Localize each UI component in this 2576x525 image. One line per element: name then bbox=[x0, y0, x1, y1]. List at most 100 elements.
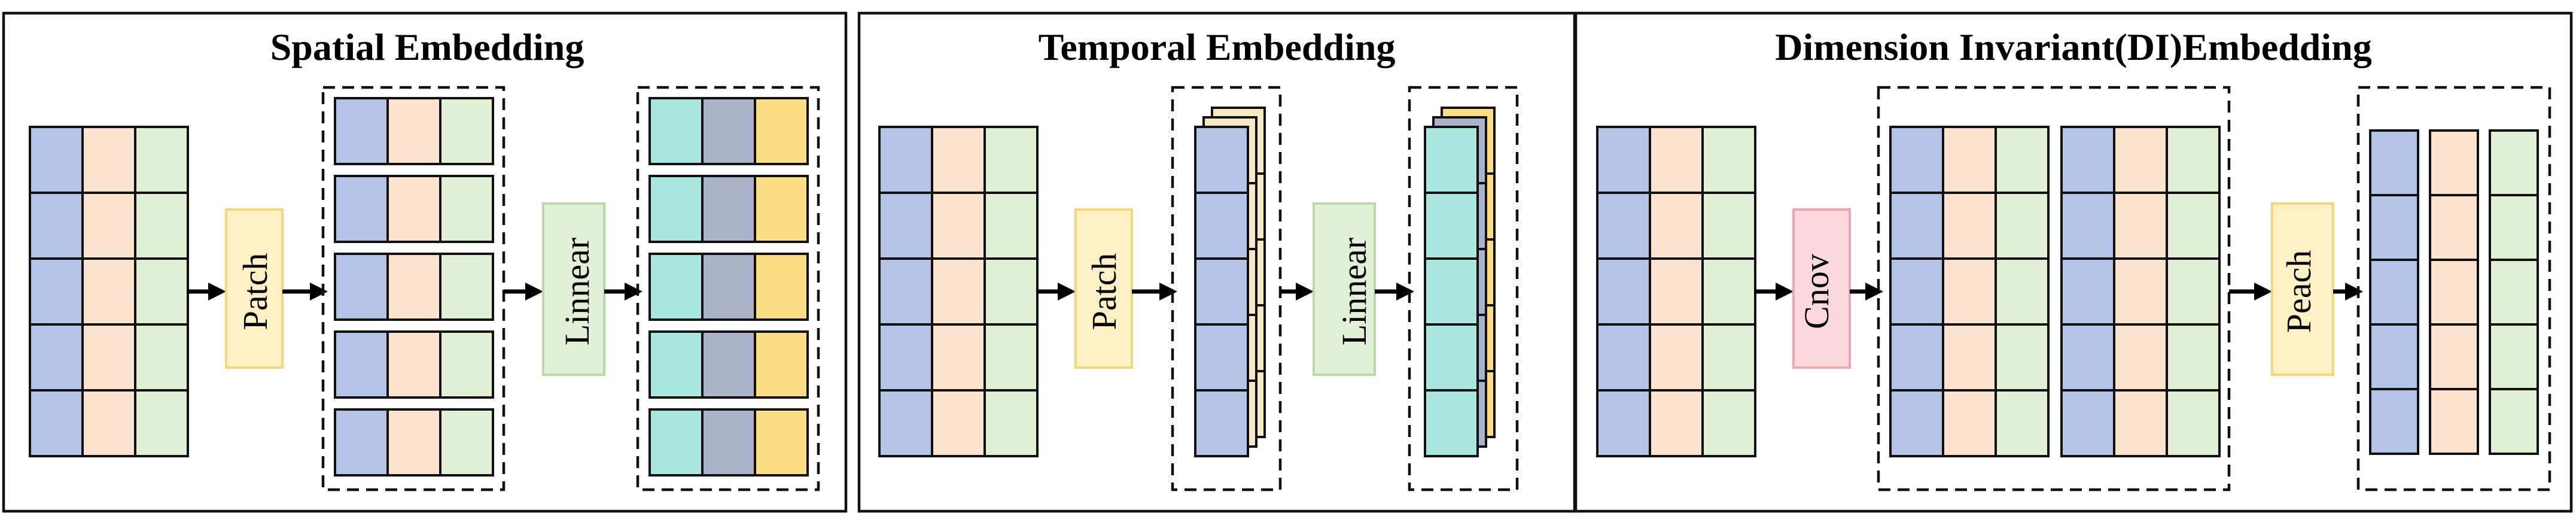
spatial-patch-row-cell bbox=[334, 175, 389, 243]
di-input-grid-cell bbox=[1701, 389, 1756, 457]
spatial-linear-row-cell bbox=[701, 97, 756, 165]
spatial-linear-row-cell bbox=[754, 175, 809, 243]
temporal-input-grid-cell bbox=[931, 323, 986, 392]
spatial-patch-row-cell bbox=[439, 253, 494, 321]
conv-label: Cnov bbox=[1797, 254, 1836, 329]
spatial-linear-row-cell bbox=[648, 408, 704, 477]
temporal-input-grid bbox=[878, 126, 1039, 457]
spatial-linear-row-cell bbox=[754, 253, 809, 321]
spatial-input-grid-cell bbox=[29, 323, 84, 392]
diagram-text: Spatial Embedding Temporal Embedding Dim… bbox=[236, 26, 2372, 345]
spatial-patch-row bbox=[334, 408, 494, 477]
spatial-linear-row-cell bbox=[648, 330, 704, 399]
di-conv-grid-1 bbox=[1889, 126, 2050, 457]
peach-box bbox=[2271, 202, 2334, 376]
spatial-linear-row-cell bbox=[754, 330, 809, 399]
temporal-patch-stack-layer-cell bbox=[1194, 389, 1249, 457]
di-input-grid-cell bbox=[1596, 389, 1651, 457]
di-peach-column-blue-cell bbox=[2369, 194, 2419, 261]
arrow-spatial-3-head bbox=[525, 283, 543, 301]
di-conv-grid-2-cell bbox=[2060, 126, 2115, 194]
spatial-linear-row bbox=[648, 97, 809, 165]
di-peach-column-green-cell bbox=[2489, 388, 2539, 455]
di-peach-column-blue bbox=[2369, 129, 2419, 455]
spatial-input-grid-cell bbox=[29, 192, 84, 260]
arrow-spatial-2-head bbox=[310, 283, 328, 301]
arrow-temporal-3-head bbox=[1296, 283, 1314, 301]
di-conv-grid-1-cell bbox=[1889, 323, 1944, 392]
di-peach-column-peach-cell bbox=[2429, 194, 2479, 261]
di-conv-grid-1-cell bbox=[1942, 257, 1997, 326]
spatial-input-grid-cell bbox=[81, 323, 136, 392]
patch-box-spatial bbox=[225, 208, 284, 369]
di-peach-column-blue-cell bbox=[2369, 323, 2419, 390]
spatial-patch-row-cell bbox=[439, 330, 494, 399]
spatial-input-grid-cell bbox=[29, 389, 84, 457]
di-conv-grid-1-cell bbox=[1995, 389, 2050, 457]
di-conv-grid-2-cell bbox=[2166, 257, 2221, 326]
di-peach-column-blue-cell bbox=[2369, 388, 2419, 455]
di-peach-column-peach-cell bbox=[2429, 259, 2479, 326]
spatial-patch-group bbox=[321, 86, 506, 491]
di-peach-column-green-cell bbox=[2489, 259, 2539, 326]
spatial-linear-row-cell bbox=[754, 97, 809, 165]
spatial-linear-row bbox=[648, 408, 809, 477]
di-conv-grid-2-cell bbox=[2060, 257, 2115, 326]
temporal-input-grid-cell bbox=[878, 192, 933, 260]
spatial-input-grid-cell bbox=[29, 257, 84, 326]
temporal-linear-stack-layer-cell bbox=[1424, 389, 1479, 457]
temporal-input-grid-cell bbox=[983, 192, 1039, 260]
di-conv-grid-1-cell bbox=[1995, 257, 2050, 326]
spatial-patch-row bbox=[334, 253, 494, 321]
spatial-patch-row-cell bbox=[334, 408, 389, 477]
linear-box-spatial bbox=[542, 202, 605, 376]
di-conv-grid-2-cell bbox=[2060, 323, 2115, 392]
di-conv-grid-1-cell bbox=[1942, 323, 1997, 392]
temporal-input-grid-cell bbox=[983, 389, 1039, 457]
arrow-temporal-4-head bbox=[1396, 283, 1414, 301]
temporal-input-grid-cell bbox=[983, 323, 1039, 392]
di-peach-column-green-cell bbox=[2489, 194, 2539, 261]
temporal-input-grid-cell bbox=[878, 126, 933, 194]
di-conv-grid-2-cell bbox=[2113, 389, 2168, 457]
temporal-patch-group bbox=[1171, 86, 1282, 491]
temporal-patch-stack-layer-cell bbox=[1194, 126, 1249, 194]
temporal-linear-stack-layer-cell bbox=[1424, 192, 1479, 260]
spatial-linear-row-cell bbox=[701, 175, 756, 243]
di-input-grid-cell bbox=[1596, 323, 1651, 392]
linear-label-spatial: Linnear bbox=[558, 238, 596, 345]
spatial-patch-row-cell bbox=[334, 330, 389, 399]
arrow-temporal-2-head bbox=[1159, 283, 1177, 301]
arrow-di-1-head bbox=[1776, 283, 1794, 301]
di-conv-grid-2-cell bbox=[2166, 126, 2221, 194]
di-peach-column-peach bbox=[2429, 129, 2479, 455]
di-conv-grid-2-cell bbox=[2113, 192, 2168, 260]
temporal-input-grid-cell bbox=[878, 323, 933, 392]
spatial-input-grid-cell bbox=[134, 323, 189, 392]
conv-box bbox=[1792, 208, 1851, 369]
di-input-grid-cell bbox=[1649, 323, 1704, 392]
spatial-input-grid-cell bbox=[134, 126, 189, 194]
di-peach-column-green-cell bbox=[2489, 323, 2539, 390]
arrow-di-3-head bbox=[2254, 283, 2272, 301]
spatial-input-grid-cell bbox=[81, 192, 136, 260]
patch-label-temporal: Patch bbox=[1085, 253, 1123, 330]
di-input-grid-cell bbox=[1596, 257, 1651, 326]
temporal-input-grid-cell bbox=[983, 257, 1039, 326]
spatial-input-grid-cell bbox=[81, 257, 136, 326]
spatial-input-grid-cell bbox=[29, 126, 84, 194]
spatial-patch-row bbox=[334, 330, 494, 399]
di-conv-grid-2-cell bbox=[2113, 323, 2168, 392]
temporal-input-grid-cell bbox=[878, 257, 933, 326]
spatial-input-grid bbox=[29, 126, 189, 457]
di-peach-column-peach-cell bbox=[2429, 323, 2479, 390]
linear-box-temporal bbox=[1313, 202, 1376, 376]
temporal-input-grid-cell bbox=[931, 192, 986, 260]
di-peach-column-blue-cell bbox=[2369, 129, 2419, 196]
spatial-patch-row-cell bbox=[386, 175, 441, 243]
spatial-patch-row-cell bbox=[386, 253, 441, 321]
di-conv-grid-2-cell bbox=[2060, 192, 2115, 260]
di-conv-grid-2-cell bbox=[2060, 389, 2115, 457]
temporal-patch-stack-layer-cell bbox=[1194, 323, 1249, 392]
spatial-patch-row-cell bbox=[386, 97, 441, 165]
